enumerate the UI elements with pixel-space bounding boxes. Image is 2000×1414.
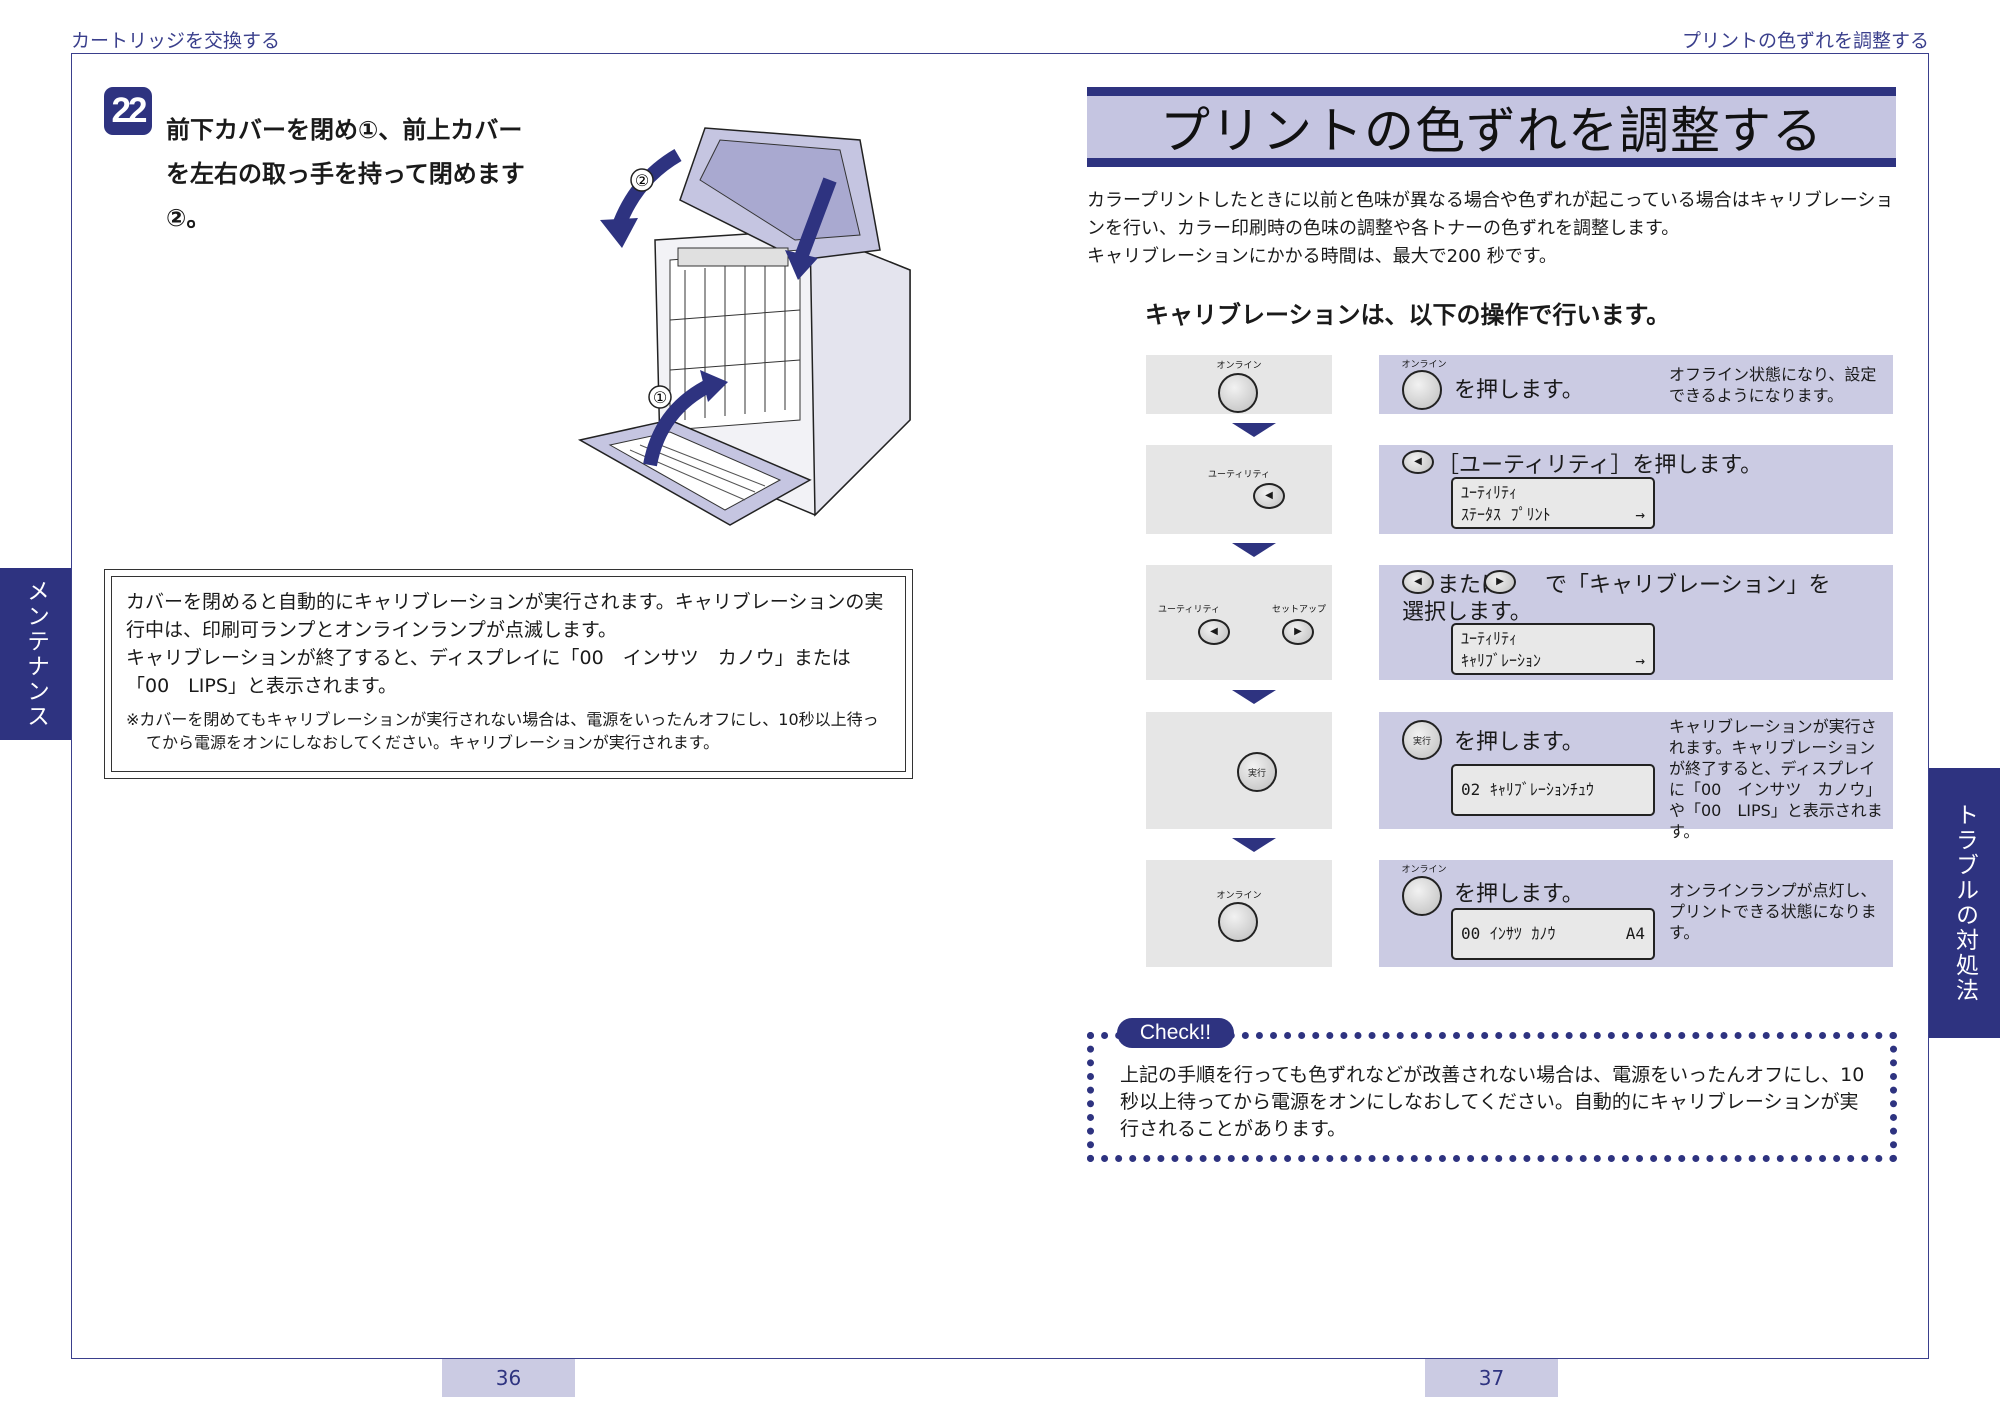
flow-arrow-down (1232, 423, 1276, 437)
step4-note: キャリブレーションが実行されます。キャリブレーションが終了すると、ディスプレイに… (1669, 717, 1883, 841)
online-inline-label: オンライン (1401, 865, 1447, 875)
step-number-badge: 22 (104, 87, 152, 135)
step4-button-panel: 実行 (1146, 712, 1332, 829)
online-button-label: オンライン (1216, 361, 1262, 371)
online-button-label: オンライン (1216, 891, 1262, 901)
lcd-display: ﾕｰﾃｨﾘﾃｨ ｽﾃｰﾀｽ ﾌﾟﾘﾝﾄ → (1451, 477, 1655, 529)
setup-button-label: セットアップ (1271, 605, 1326, 615)
lcd-display: 02 ｷｬﾘﾌﾞﾚｰｼｮﾝﾁｭｳ (1451, 764, 1655, 816)
side-tab-label: メンテナンス (22, 579, 49, 729)
utility-left-button[interactable]: ◀ (1253, 483, 1285, 509)
lcd-display: ﾕｰﾃｨﾘﾃｨ ｷｬﾘﾌﾞﾚｰｼｮﾝ → (1451, 623, 1655, 675)
left-triangle-icon: ◀ (1414, 576, 1422, 587)
lcd-line-1: ﾕｰﾃｨﾘﾃｨ (1461, 629, 1518, 648)
note-line: キャリブレーションが終了すると、ディスプレイに「00 インサツ カノウ」または「… (126, 647, 851, 697)
online-button-icon (1402, 876, 1442, 916)
step1-instruction-panel: オンライン を押します。 オフライン状態になり、設定できるようになります。 (1379, 355, 1893, 414)
header-right: プリントの色ずれを調整する (1681, 30, 1929, 52)
step5-note: オンラインランプが点灯し、プリントできる状態になります。 (1669, 881, 1877, 942)
left-triangle-icon: ◀ (1210, 626, 1218, 637)
check-text: 上記の手順を行っても色ずれなどが改善されない場合は、電源をいったんオフにし、10… (1120, 1064, 1865, 1140)
lcd-line-2: ｽﾃｰﾀｽ ﾌﾟﾘﾝﾄ (1461, 505, 1551, 524)
side-tab-maintenance[interactable]: メンテナンス (0, 568, 71, 740)
setup-right-button[interactable]: ▶ (1282, 619, 1314, 645)
printer-illustration: ② ① (577, 127, 911, 526)
execute-button[interactable]: 実行 (1237, 752, 1277, 792)
step3-button-panel: ユーティリティ セットアップ ◀ ▶ (1146, 565, 1332, 680)
utility-left-button[interactable]: ◀ (1198, 619, 1230, 645)
right-triangle-icon: ▶ (1496, 576, 1504, 587)
step1-button-panel: オンライン (1146, 355, 1332, 414)
lcd-paper-size: A4 (1625, 924, 1645, 943)
check-label: Check!! (1117, 1018, 1234, 1048)
step5-text: を押します。 (1454, 882, 1584, 907)
right-triangle-icon: ▶ (1294, 626, 1302, 637)
callout-1: ① (653, 388, 667, 407)
note-line: カバーを閉めると自動的にキャリブレーションが実行されます。キャリブレーションの実… (126, 591, 884, 641)
utility-button-icon: ◀ (1402, 570, 1434, 594)
header-left: カートリッジを交換する (71, 30, 281, 52)
lcd-line-1: 00 ｲﾝｻﾂ ｶﾉｳ (1461, 924, 1556, 943)
step1-note: オフライン状態になり、設定できるようになります。 (1669, 365, 1877, 405)
lcd-line-1: ﾕｰﾃｨﾘﾃｨ (1461, 483, 1518, 502)
step4-text: を押します。 (1454, 730, 1584, 755)
step3-text-select: で「キャリブレーション」を (1545, 573, 1831, 598)
note-box: カバーを閉めると自動的にキャリブレーションが実行されます。キャリブレーションの実… (104, 569, 913, 779)
lcd-arrow: → (1635, 505, 1645, 524)
flow-arrow-down (1232, 543, 1276, 557)
page-title: プリントの色ずれを調整する (1160, 102, 1823, 160)
step2-text: ［ユーティリティ］を押します。 (1437, 453, 1763, 478)
online-button[interactable] (1218, 902, 1258, 942)
flow-arrow-down (1232, 838, 1276, 852)
setup-button-icon: ▶ (1484, 570, 1516, 594)
page-number-left: 36 (442, 1359, 575, 1397)
lcd-line-2: ｷｬﾘﾌﾞﾚｰｼｮﾝ (1461, 651, 1542, 670)
online-button-icon (1402, 370, 1442, 410)
step2-button-panel: ユーティリティ ◀ (1146, 445, 1332, 534)
online-inline-label: オンライン (1401, 360, 1447, 370)
intro-text: カラープリントしたときに以前と色味が異なる場合や色ずれが起こっている場合はキャリ… (1087, 187, 1907, 271)
intro-paragraph: キャリブレーションにかかる時間は、最大で200 秒です。 (1087, 246, 1557, 267)
side-tab-label: トラブルの対処法 (1951, 803, 1978, 1003)
utility-button-icon: ◀ (1402, 450, 1434, 474)
lcd-arrow: → (1635, 651, 1645, 670)
page-frame (71, 53, 1929, 1359)
execute-button-icon: 実行 (1402, 720, 1442, 760)
side-tab-troubleshooting[interactable]: トラブルの対処法 (1929, 768, 2000, 1038)
check-box (1087, 1032, 1897, 1162)
callout-2: ② (635, 171, 649, 190)
step1-text: を押します。 (1454, 378, 1584, 403)
online-button[interactable] (1218, 373, 1258, 413)
flow-arrow-down (1232, 690, 1276, 704)
execute-button-label: 実行 (1247, 768, 1266, 779)
lcd-line-1: 02 ｷｬﾘﾌﾞﾚｰｼｮﾝﾁｭｳ (1461, 780, 1594, 799)
intro-paragraph: カラープリントしたときに以前と色味が異なる場合や色ずれが起こっている場合はキャリ… (1087, 190, 1894, 239)
step-instruction: 前下カバーを閉め①、前上カバーを左右の取っ手を持って閉めます②。 (166, 116, 525, 232)
section-subheading: キャリブレーションは、以下の操作で行います。 (1145, 301, 1671, 329)
step3-text-choose: 選択します。 (1402, 600, 1532, 625)
left-triangle-icon: ◀ (1414, 456, 1422, 467)
step5-button-panel: オンライン (1146, 860, 1332, 967)
lcd-display: 00 ｲﾝｻﾂ ｶﾉｳ A4 (1451, 908, 1655, 960)
left-triangle-icon: ◀ (1265, 490, 1273, 501)
page-title-band: プリントの色ずれを調整する (1087, 87, 1896, 167)
page-number-right: 37 (1425, 1359, 1558, 1397)
note-footnote: ※カバーを閉めてもキャリブレーションが実行されない場合は、電源をいったんオフにし… (126, 710, 879, 752)
utility-button-label: ユーティリティ (1158, 605, 1220, 615)
execute-icon-label: 実行 (1412, 736, 1431, 747)
utility-button-label: ユーティリティ (1208, 470, 1270, 480)
